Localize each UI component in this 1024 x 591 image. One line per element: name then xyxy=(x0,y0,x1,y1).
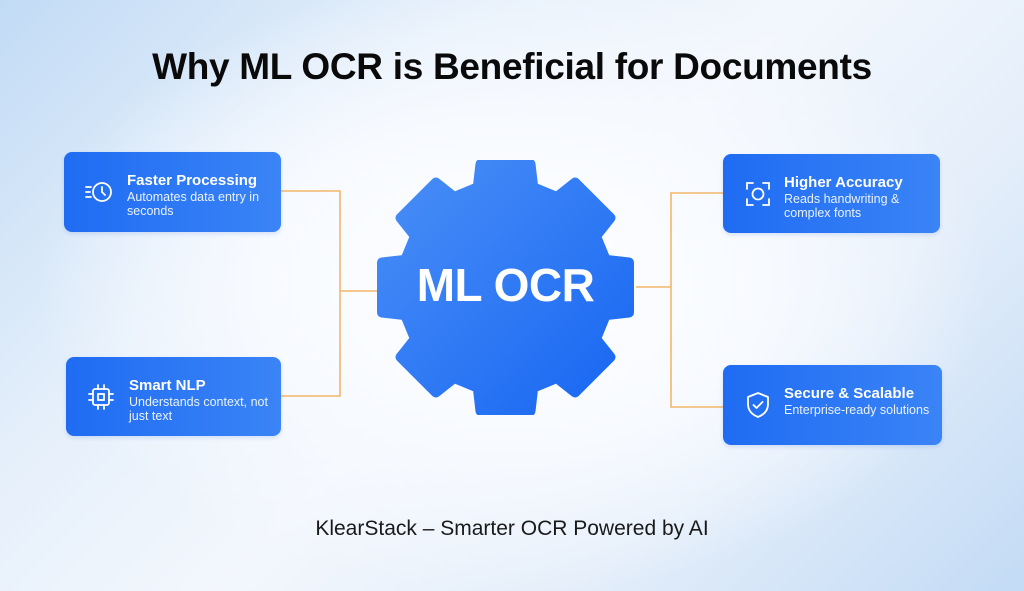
benefit-description: Understands context, not just text xyxy=(129,395,268,423)
page-title: Why ML OCR is Beneficial for Documents xyxy=(152,46,872,87)
connector-left-top xyxy=(281,190,341,397)
fast-clock-icon xyxy=(85,182,112,202)
gear-outline xyxy=(377,160,634,415)
benefit-description: Reads handwriting & complex fonts xyxy=(784,192,900,220)
benefit-title: Smart NLP xyxy=(129,377,206,394)
footer-tagline: KlearStack – Smarter OCR Powered by AI xyxy=(315,517,709,540)
benefit-description: Enterprise-ready solutions xyxy=(784,403,930,417)
benefit-title: Higher Accuracy xyxy=(784,174,903,191)
benefit-description: Automates data entry in seconds xyxy=(127,190,260,218)
gear-shape xyxy=(377,160,634,415)
benefit-title: Secure & Scalable xyxy=(784,385,915,402)
benefit-card-secure-scalable: Secure & Scalable Enterprise-ready solut… xyxy=(723,365,942,445)
benefit-card-higher-accuracy: Higher Accuracy Reads handwriting & comp… xyxy=(723,154,940,233)
connector-right-top xyxy=(670,192,723,408)
shield-check-icon xyxy=(747,392,769,418)
chip-icon xyxy=(88,383,114,410)
center-label: ML OCR xyxy=(416,259,595,311)
benefit-card-faster-processing: Faster Processing Automates data entry i… xyxy=(64,152,281,232)
benefit-title: Faster Processing xyxy=(127,172,258,189)
benefit-card-smart-nlp: Smart NLP Understands context, not just … xyxy=(66,357,281,436)
scan-focus-icon xyxy=(746,181,770,206)
